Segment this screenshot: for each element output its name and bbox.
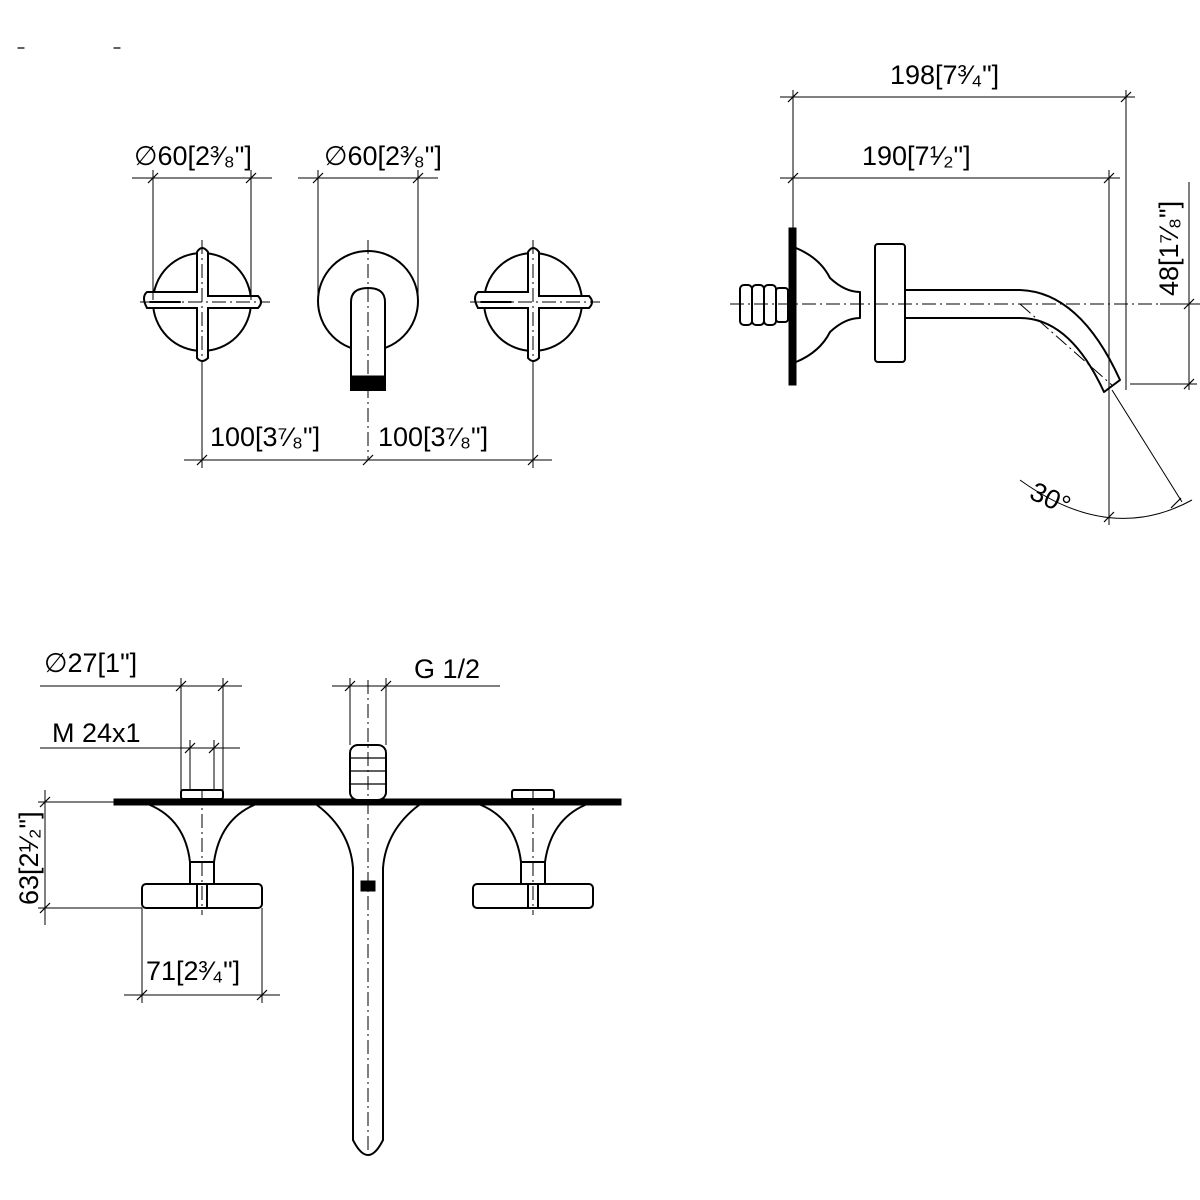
dim-connection-label: G 1/2 <box>414 654 480 684</box>
center-spout-rosette <box>317 240 419 460</box>
threaded-connector <box>739 284 789 326</box>
dim-spout-height: 48[1⁷⁄₈"] <box>1130 182 1197 390</box>
dim-rosette-center-label: ∅60[2³⁄₈"] <box>324 141 442 171</box>
dim-spout-height-label: 48[1⁷⁄₈"] <box>1154 201 1184 296</box>
dim-spacing-left-label: 100[3⁷⁄₈"] <box>210 422 320 452</box>
valve-body <box>795 247 861 363</box>
dim-sleeve-diameter-label: ∅27[1"] <box>44 648 137 678</box>
dim-spout-angle-label: 30° <box>1025 476 1075 520</box>
dim-sleeve-diameter: ∅27[1"] <box>40 648 242 790</box>
dim-depth: 63[2¹⁄₂"] <box>14 790 142 925</box>
dim-connection: G 1/2 <box>332 654 500 745</box>
dim-total-projection: 198[7³⁄₄"] <box>780 60 1135 390</box>
top-view: ∅27[1"] M 24x1 G 1/2 63[2¹⁄₂"] <box>14 648 622 1156</box>
front-view: ∅60[2³⁄₈"] ∅60[2³⁄₈"] 100[3⁷⁄₈"] 100[3⁷⁄… <box>132 141 600 468</box>
dim-spout-projection: 190[7¹⁄₂"] <box>780 141 1120 525</box>
dim-spout-projection-label: 190[7¹⁄₂"] <box>862 141 971 171</box>
dim-spacing-right-label: 100[3⁷⁄₈"] <box>378 422 488 452</box>
right-valve-top <box>472 789 594 915</box>
left-cross-handle <box>140 240 270 372</box>
dim-depth-label: 63[2¹⁄₂"] <box>14 811 44 905</box>
left-valve-top <box>141 789 263 915</box>
dim-rosette-left-label: ∅60[2³⁄₈"] <box>134 141 252 171</box>
dim-spout-angle: 30° <box>1019 389 1193 523</box>
wall-plate <box>788 227 797 386</box>
side-handle <box>874 243 906 363</box>
dim-spacing: 100[3⁷⁄₈"] 100[3⁷⁄₈"] <box>184 372 552 468</box>
right-cross-handle <box>470 240 600 372</box>
dim-rosette-center: ∅60[2³⁄₈"] <box>298 141 442 300</box>
side-view: 198[7³⁄₄"] 190[7¹⁄₂"] 48[1⁷⁄₈"] 30° <box>730 60 1200 525</box>
dim-handle-width: 71[2³⁄₄"] <box>124 908 280 1003</box>
dim-thread: M 24x1 <box>40 718 240 790</box>
spout-top <box>316 680 420 1156</box>
dim-total-projection-label: 198[7³⁄₄"] <box>890 60 999 90</box>
dim-handle-width-label: 71[2³⁄₄"] <box>146 956 240 986</box>
dim-thread-label: M 24x1 <box>52 718 141 748</box>
dim-rosette-left: ∅60[2³⁄₈"] <box>132 141 272 300</box>
spout <box>904 289 1121 393</box>
